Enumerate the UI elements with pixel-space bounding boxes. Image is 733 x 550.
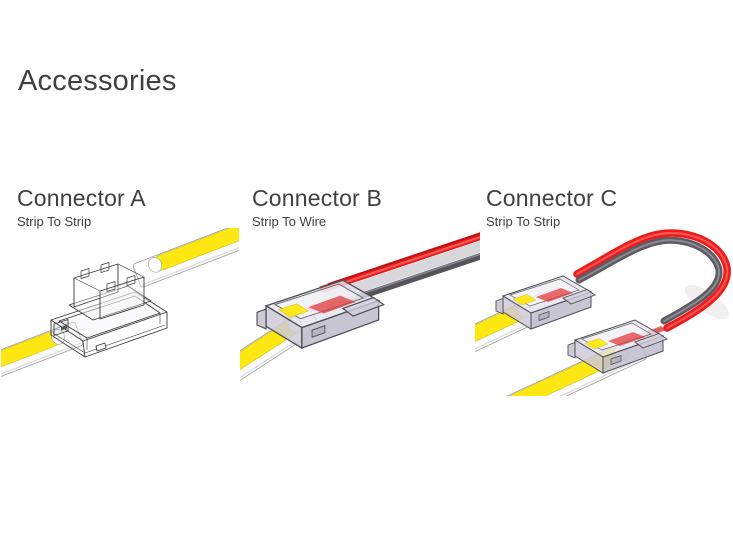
connector-b-section: Connector B Strip To Wire — [252, 185, 482, 229]
connector-c-heading: Connector C — [486, 185, 618, 211]
led-strip — [131, 228, 239, 289]
connector-a-illustration — [1, 228, 239, 392]
slide-title: Accessories — [18, 65, 177, 97]
connector-a-section: Connector A Strip To Strip — [17, 185, 247, 229]
connector-a-heading: Connector A — [17, 185, 146, 211]
connector-c-illustration — [475, 229, 731, 396]
wire-highlight — [321, 236, 480, 305]
connector-b-heading: Connector B — [252, 185, 383, 211]
wireframe-connector — [50, 262, 168, 358]
connector-b-subtitle: Strip To Wire — [252, 214, 327, 230]
connector-c-section: Connector C Strip To Strip — [486, 185, 716, 229]
connector-c-subtitle: Strip To Strip — [486, 214, 561, 230]
connector-a-subtitle: Strip To Strip — [17, 214, 92, 230]
connector-b-illustration — [240, 229, 480, 392]
wire-loop — [573, 229, 731, 332]
